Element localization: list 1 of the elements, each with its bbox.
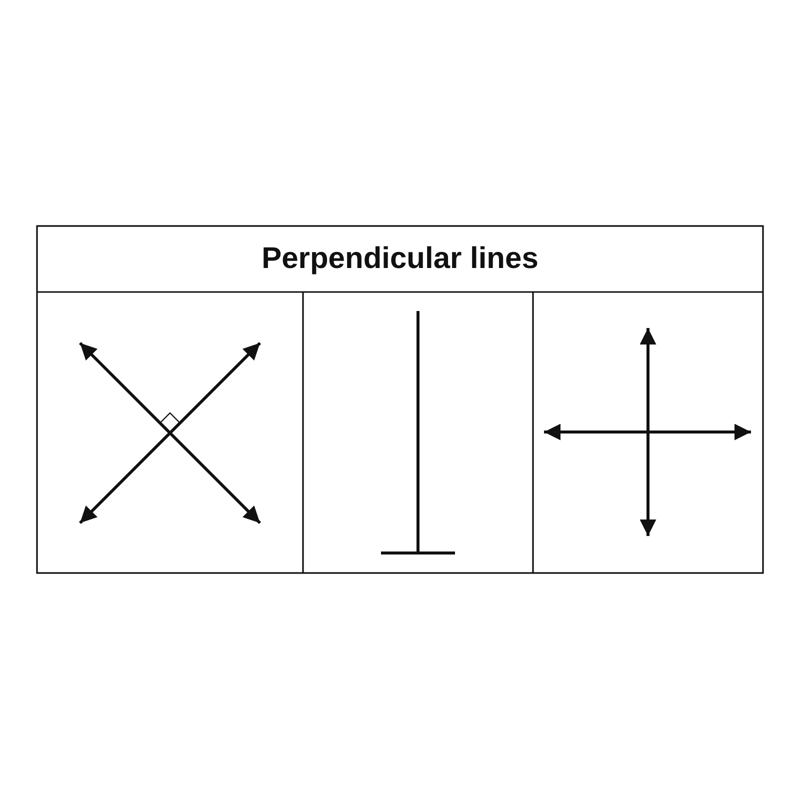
title: Perpendicular lines (260, 241, 540, 277)
